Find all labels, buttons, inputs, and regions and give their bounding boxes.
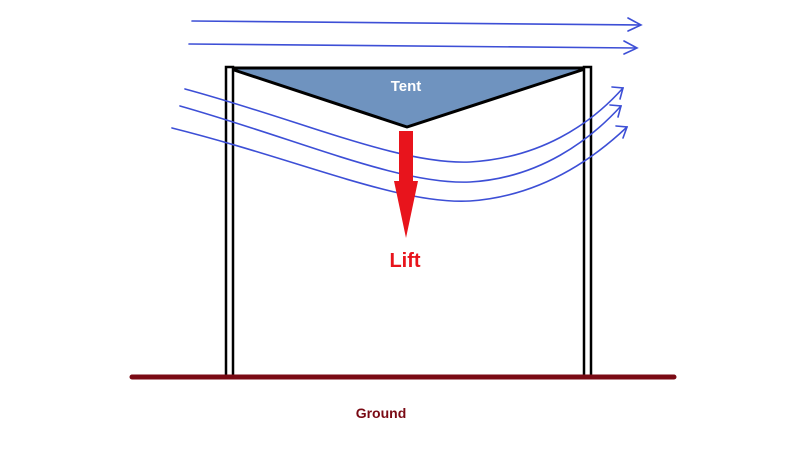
- airflow-curve-1: [184, 87, 624, 163]
- lift-arrow-shaft: [399, 131, 413, 183]
- down-arrow-icon: [394, 131, 418, 238]
- airflow-straight-lines: [188, 17, 643, 55]
- airflow-curve-3: [171, 126, 628, 203]
- right-pole: [582, 65, 593, 378]
- airflow-line-top-2-arrowhead: [623, 40, 639, 55]
- airflow-curve-2-arrowhead: [609, 104, 623, 118]
- left-pole: [224, 65, 235, 378]
- airflow-curve-2: [179, 105, 622, 183]
- airflow-curve-3-arrowhead: [615, 125, 629, 139]
- ground-label: Ground: [356, 405, 407, 421]
- airflow-line-top-1: [191, 20, 641, 26]
- lift-label: Lift: [389, 250, 420, 272]
- airflow-line-top-1-arrowhead: [627, 17, 643, 32]
- tent-label: Tent: [391, 78, 422, 95]
- airflow-curve-1-arrowhead: [611, 86, 625, 100]
- airflow-line-top-2: [188, 43, 637, 49]
- lift-arrow-head: [394, 181, 418, 238]
- airflow-curved-lines: [171, 86, 629, 203]
- tent-canopy: [226, 66, 590, 129]
